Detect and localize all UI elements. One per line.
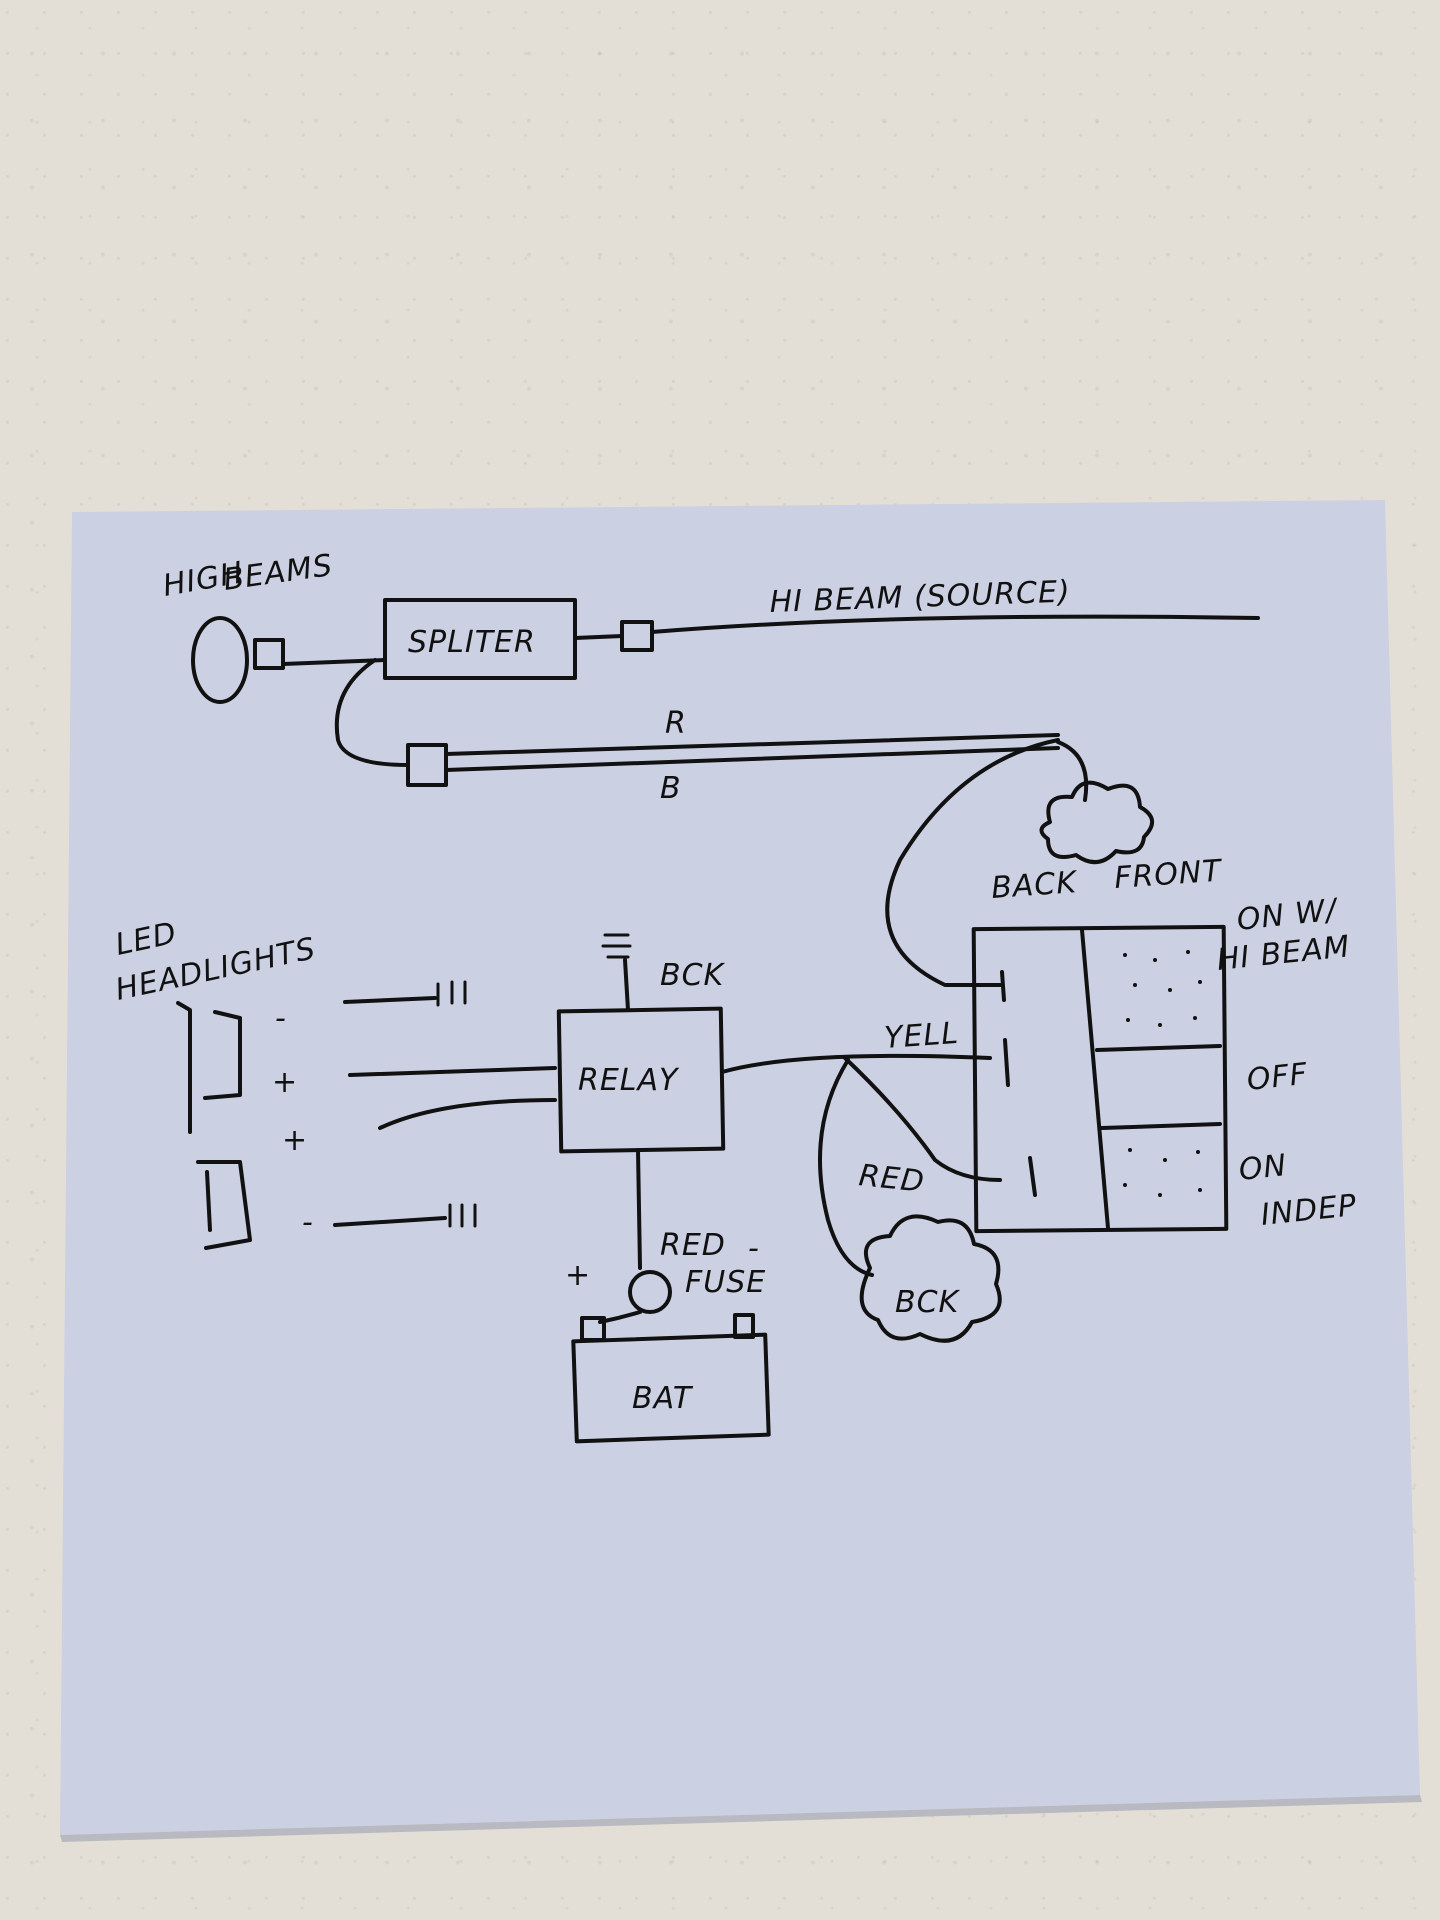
switch-state-on-indep-line1: ON	[1237, 1148, 1288, 1188]
switch-terminals	[1000, 970, 1037, 1197]
hi-beam-connector	[620, 620, 654, 652]
ground-symbol-led-bottom	[448, 1203, 477, 1228]
switch-texture-dots	[1123, 950, 1202, 1197]
wire-b-to-ground-cloud	[1056, 740, 1089, 802]
battery-label: BAT	[632, 1381, 694, 1416]
bck-cloud	[859, 1214, 1002, 1343]
battery-plus-label: +	[565, 1258, 591, 1293]
fuse-symbol	[628, 1270, 672, 1314]
wire-headlight-to-splitter	[281, 658, 387, 666]
led-positive-wire-1	[348, 1066, 557, 1077]
wire-to-bck-cloud	[817, 1058, 874, 1277]
paper-shadow-edge	[60, 1795, 1422, 1842]
yell-label: YELL	[883, 1016, 960, 1056]
rb-connector	[406, 743, 448, 787]
led-ground-wire-bottom	[333, 1216, 447, 1227]
relay-ground-wire	[623, 958, 630, 1012]
splitter-label: SPLITER	[408, 625, 536, 660]
relay-label: RELAY	[578, 1063, 680, 1098]
red-wire	[843, 1056, 1002, 1182]
led-minus-top: -	[275, 1001, 287, 1036]
ground-symbol-relay	[601, 933, 632, 959]
led-plus-1: +	[272, 1065, 298, 1100]
wire-r	[444, 733, 1060, 756]
led-headlight-upper	[176, 1001, 242, 1134]
wire-splitter-to-rb-connector	[334, 658, 410, 767]
wire-r-label: R	[665, 706, 687, 741]
relay-to-fuse-wire	[636, 1148, 642, 1270]
led-minus-bottom: -	[302, 1205, 314, 1240]
relay-bck-label: BCK	[660, 958, 726, 993]
battery-box	[571, 1332, 771, 1444]
high-beams-symbol	[191, 616, 285, 704]
wire-splitter-to-connector	[573, 634, 624, 640]
red-fuse-label-line2: FUSE	[685, 1265, 766, 1300]
wire-b-label: B	[660, 771, 682, 806]
led-plus-2: +	[282, 1123, 308, 1158]
paper-sheet	[60, 500, 1420, 1835]
switch-divider-upper	[1095, 1044, 1222, 1052]
relay-box	[556, 1006, 726, 1154]
red-fuse-label-line1: RED	[660, 1228, 726, 1263]
hi-beam-source-wire	[650, 614, 1260, 634]
led-ground-wire-top	[343, 996, 437, 1004]
wire-r-to-switch	[885, 738, 1060, 987]
battery-minus-label: -	[748, 1231, 760, 1266]
switch-state-off: OFF	[1245, 1057, 1309, 1098]
wire-b	[444, 746, 1060, 772]
yellow-wire	[720, 1053, 992, 1074]
bck-cloud-label: BCK	[895, 1285, 961, 1320]
rocker-switch-body	[971, 924, 1229, 1234]
switch-divider-lower	[1100, 1122, 1222, 1130]
ground-cloud-top	[1039, 780, 1154, 864]
switch-front-label: FRONT	[1113, 853, 1224, 896]
ground-symbol-led-top	[436, 980, 467, 1007]
switch-back-label: BACK	[990, 865, 1079, 906]
led-positive-wire-2	[378, 1098, 557, 1130]
led-headlight-lower	[196, 1160, 252, 1250]
switch-divider-vertical	[1080, 928, 1110, 1230]
red-wire-label: RED	[857, 1158, 926, 1200]
